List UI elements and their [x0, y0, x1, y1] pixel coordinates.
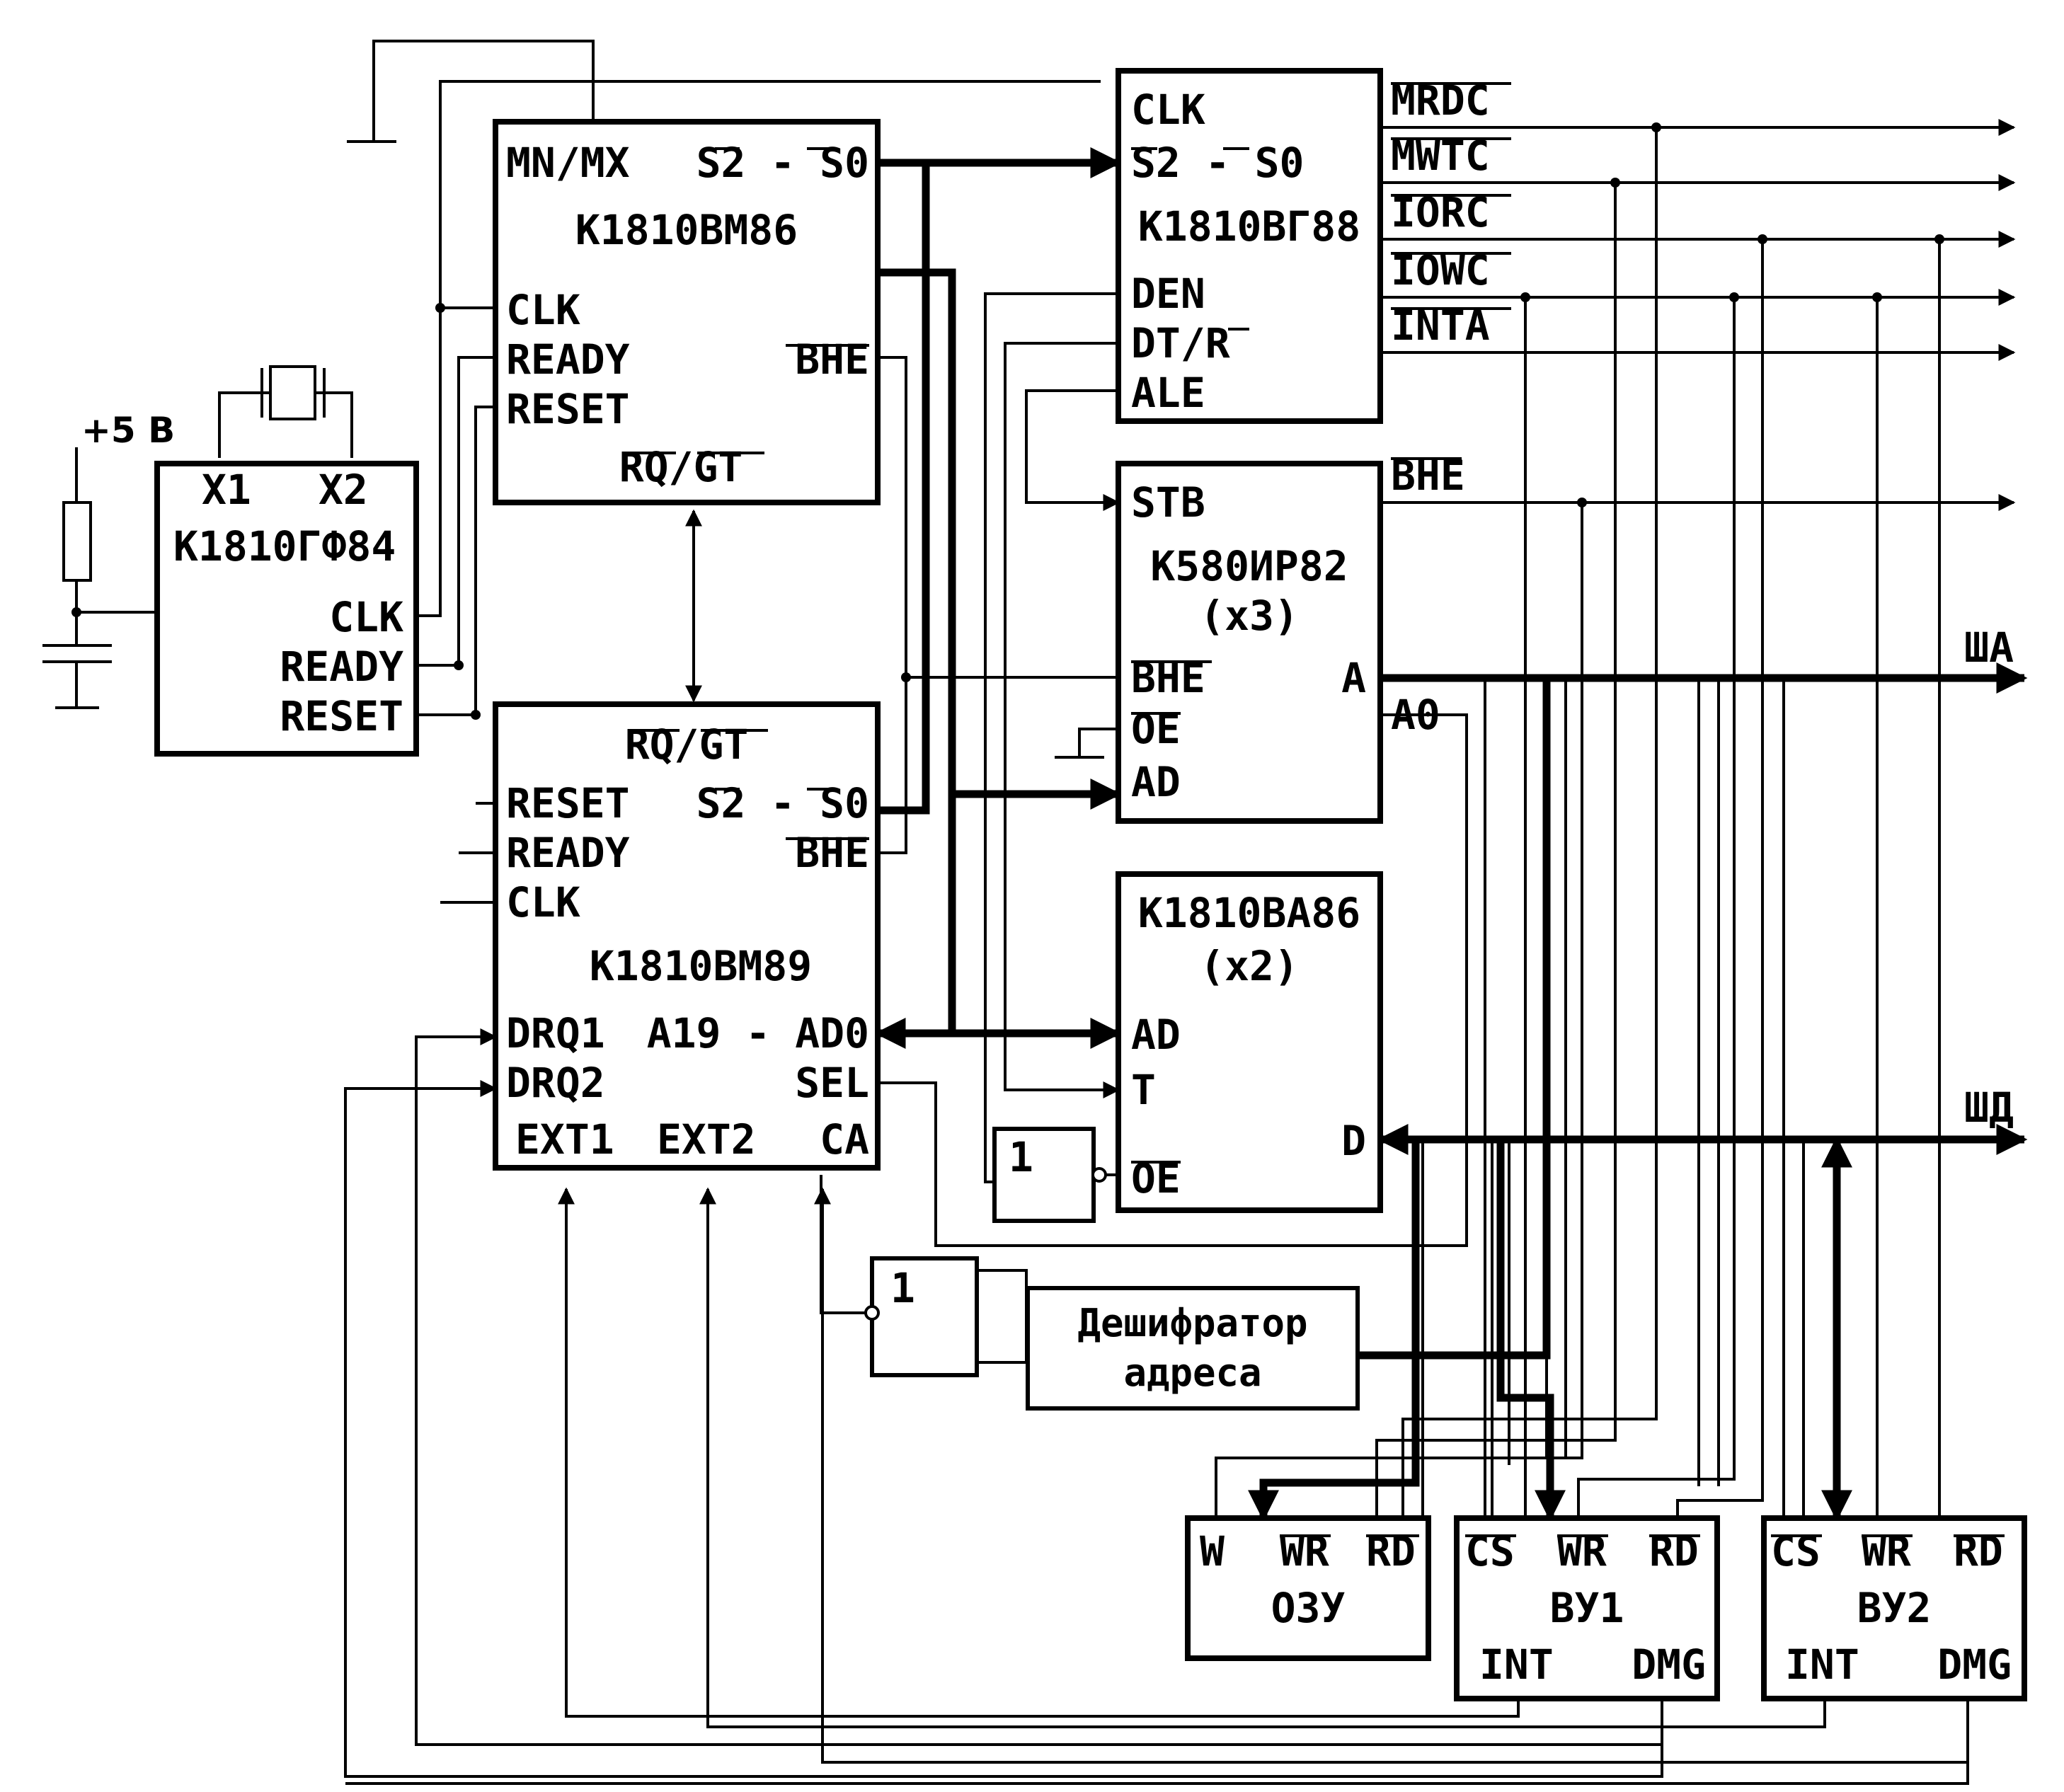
- decoder-line1: Дешифратор: [1077, 1301, 1307, 1345]
- transceiver-d-pin: D: [1341, 1117, 1366, 1165]
- latch-multiplicity: (x3): [1200, 592, 1299, 640]
- iop-bhe-pin: BHE: [795, 829, 869, 877]
- busctrl-den-pin: DEN: [1131, 270, 1205, 318]
- bus-controller-name: К1810ВГ88: [1138, 202, 1360, 251]
- iop-rqgt-pin: RQ/GT: [625, 720, 749, 769]
- cpu-bhe-pin: BHE: [795, 335, 869, 384]
- latch-name: К580ИР82: [1150, 542, 1348, 590]
- signal-wires: [42, 40, 2016, 1785]
- clkgen-ready-pin: READY: [280, 643, 403, 691]
- ram-w-pin: W: [1200, 1527, 1225, 1575]
- or-gate-bubble: [864, 1305, 880, 1321]
- transceiver-t-pin: T: [1131, 1066, 1156, 1114]
- iop-reset-pin: RESET: [506, 779, 630, 827]
- transceiver-ad-pin: AD: [1131, 1011, 1181, 1059]
- supply-label: +5 В: [81, 410, 175, 451]
- clock-generator-chip: [154, 461, 419, 757]
- latch-stb-pin: STB: [1131, 478, 1205, 527]
- iop-ready-pin: READY: [506, 829, 630, 877]
- iop-drq1-pin: DRQ1: [506, 1009, 605, 1057]
- cpu-ready-pin: READY: [506, 335, 630, 384]
- transceiver-name: К1810ВА86: [1138, 889, 1360, 937]
- cpu-chip: [493, 119, 881, 505]
- bus-transceiver-chip: [1116, 871, 1383, 1213]
- io-processor-chip: [493, 701, 881, 1171]
- cpu-clk-pin: CLK: [506, 286, 580, 334]
- clkgen-reset-pin: RESET: [280, 692, 403, 740]
- io-device-1: [1454, 1515, 1720, 1701]
- io2-dmg-pin: DMG: [1937, 1641, 2012, 1689]
- cpu-name: К1810ВМ86: [575, 206, 798, 254]
- inverter-label: 1: [1009, 1133, 1033, 1181]
- data-bus-label: ШД: [1964, 1084, 2014, 1132]
- io2-name: ВУ2: [1857, 1584, 1932, 1632]
- iop-ext2-pin: EXT2: [657, 1115, 756, 1164]
- io1-name: ВУ1: [1550, 1584, 1624, 1632]
- inverter-gate: [992, 1127, 1096, 1223]
- cpu-mnmx-pin: MN/MX: [506, 139, 630, 187]
- latch-ad-pin: AD: [1131, 758, 1181, 806]
- iop-name: К1810ВМ89: [590, 942, 812, 990]
- io1-int-pin: INT: [1479, 1641, 1554, 1689]
- clock-generator-name: К1810ГФ84: [173, 522, 396, 570]
- iop-sel-pin: SEL: [795, 1059, 869, 1107]
- latch-a-pin: A: [1341, 654, 1366, 702]
- busctrl-dtr-pin: DT/R: [1131, 319, 1230, 367]
- bus-command-labels: MRDC MWTC IORC IOWC INTA BHE: [1391, 76, 1511, 500]
- address-bus-label: ША: [1964, 624, 2014, 672]
- decoder-line2: адреса: [1123, 1350, 1261, 1395]
- x2-pin: X2: [319, 466, 368, 514]
- clkgen-clk-pin: CLK: [329, 593, 403, 641]
- address-decoder: [1026, 1286, 1360, 1411]
- iop-clk-pin: CLK: [506, 878, 580, 926]
- cpu-rqgt-pin: RQ/GT: [619, 443, 743, 491]
- iop-ext1-pin: EXT1: [515, 1115, 614, 1164]
- iop-s2s0-pin: S2 - S0: [696, 779, 869, 827]
- x1-pin: X1: [202, 466, 251, 514]
- iop-ca-pin: CA: [820, 1115, 869, 1164]
- bus-lines: [874, 147, 2028, 1522]
- or-gate: [870, 1256, 979, 1377]
- busctrl-ale-pin: ALE: [1131, 369, 1205, 417]
- cpu-reset-pin: RESET: [506, 385, 630, 433]
- io1-dmg-pin: DMG: [1632, 1641, 1706, 1689]
- busctrl-clk-pin: CLK: [1131, 86, 1205, 134]
- iop-drq2-pin: DRQ2: [506, 1059, 605, 1107]
- io-device-2: [1761, 1515, 2027, 1701]
- transceiver-multiplicity: (x2): [1200, 942, 1299, 990]
- io2-int-pin: INT: [1785, 1641, 1859, 1689]
- iop-a19-ad0-pin: A19 - AD0: [647, 1009, 869, 1057]
- ram-module: [1185, 1515, 1431, 1661]
- busctrl-s2s0-pin: S2 - S0: [1131, 139, 1304, 187]
- bus-controller-chip: [1116, 68, 1383, 424]
- a0-label: A0: [1391, 691, 1440, 739]
- address-latch-chip: [1116, 461, 1383, 824]
- inverter-bubble: [1091, 1167, 1107, 1183]
- ram-name: ОЗУ: [1271, 1584, 1346, 1632]
- or-gate-label: 1: [890, 1264, 915, 1312]
- cpu-s2s0-pin: S2 - S0: [696, 139, 869, 187]
